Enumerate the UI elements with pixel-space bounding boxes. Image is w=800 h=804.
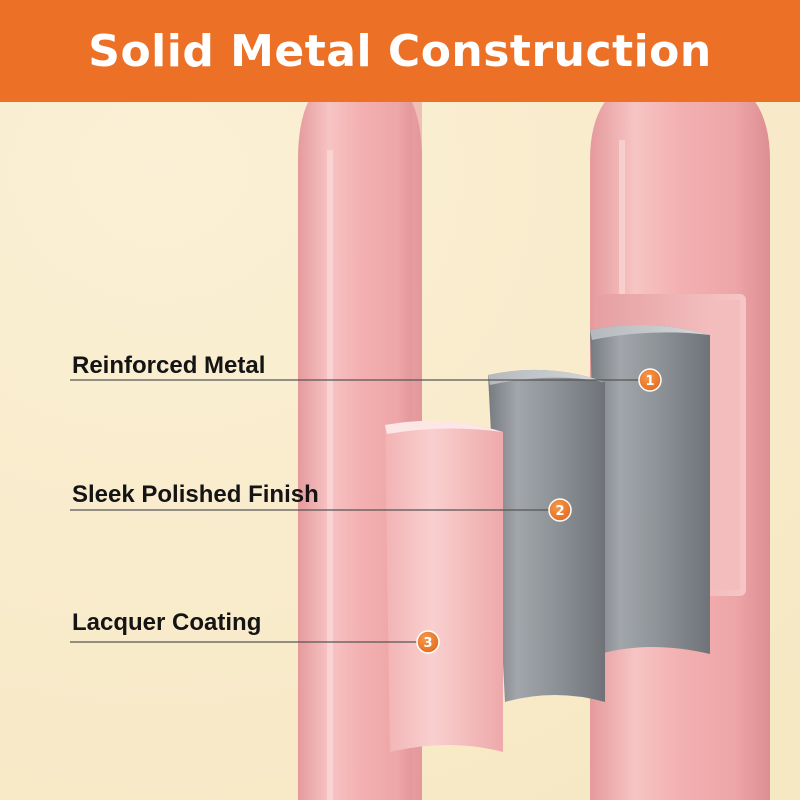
marker-1-number: 1 bbox=[645, 374, 654, 389]
marker-3-number: 3 bbox=[423, 636, 432, 651]
tube-cutaway-wall bbox=[708, 300, 740, 590]
marker-1: 1 bbox=[638, 368, 662, 392]
layer-2-edge bbox=[488, 369, 605, 385]
layer-lacquer-coating bbox=[385, 420, 503, 752]
marker-2: 2 bbox=[548, 498, 572, 522]
layered-material-diagram: 1 2 3 bbox=[0, 70, 800, 800]
marker-3: 3 bbox=[416, 630, 440, 654]
layer-polished-finish bbox=[488, 369, 605, 702]
layer-1-edge bbox=[590, 325, 710, 340]
banner-title: Solid Metal Construction bbox=[88, 25, 712, 77]
marker-2-number: 2 bbox=[555, 504, 564, 519]
layer-reinforced-metal bbox=[590, 325, 710, 654]
product-illustration: 1 2 3 bbox=[0, 70, 800, 800]
layer-3-edge bbox=[385, 420, 503, 434]
title-banner: Solid Metal Construction bbox=[0, 0, 800, 102]
callout-reinforced-metal: Reinforced Metal bbox=[72, 352, 266, 379]
callout-sleek-polished-finish: Sleek Polished Finish bbox=[72, 481, 319, 508]
callout-lacquer-coating: Lacquer Coating bbox=[72, 609, 262, 636]
